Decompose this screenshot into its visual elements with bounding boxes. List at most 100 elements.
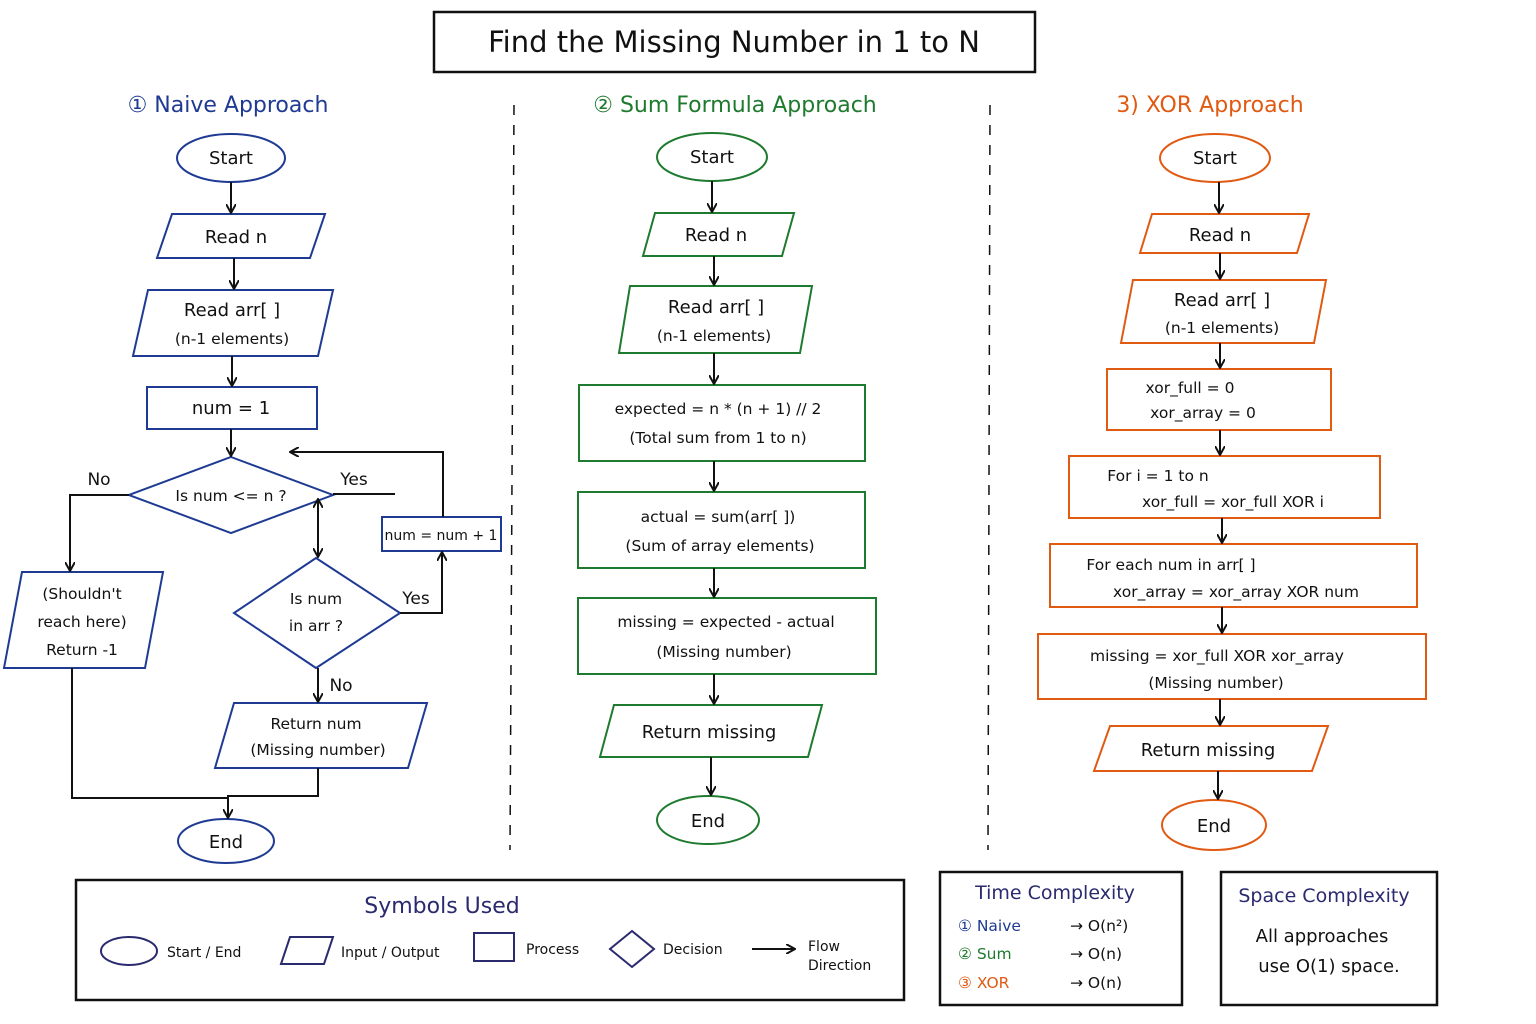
naive-end-label: End	[209, 832, 243, 853]
time-row-naive-value: → O(n²)	[1070, 917, 1128, 935]
legend-flow-line2: Direction	[808, 958, 871, 974]
naive-fallback-line3: Return -1	[46, 641, 118, 659]
sum-read-n-node	[641, 212, 796, 257]
xor-init-line1: xor_full = 0	[1146, 379, 1235, 398]
naive-end-node	[177, 818, 275, 864]
naive-fallback-line1: (Shouldn't	[42, 585, 121, 603]
legend-io-label: Input / Output	[341, 945, 440, 961]
xor-end-label: End	[1197, 816, 1231, 837]
naive-decision2-node	[232, 556, 402, 670]
xor-loop1-line2: xor_full = xor_full XOR i	[1142, 493, 1324, 512]
legend-start-end-label: Start / End	[167, 945, 241, 961]
naive-fallback-line2: reach here)	[37, 613, 126, 631]
xor-start-label: Start	[1193, 148, 1237, 169]
sum-end-node	[656, 795, 760, 845]
naive-return-line2: (Missing number)	[250, 741, 385, 759]
naive-decision1-node	[126, 455, 336, 535]
naive-return-node	[213, 702, 429, 769]
time-row-sum-label: ② Sum	[958, 945, 1012, 963]
naive-label-yes2: Yes	[401, 589, 430, 609]
legend-process-symbol	[473, 932, 515, 962]
sum-read-arr-line1: Read arr[ ]	[668, 297, 764, 318]
space-line1: All approaches	[1256, 926, 1389, 947]
xor-read-n-label: Read n	[1189, 225, 1251, 246]
naive-label-no2: No	[329, 676, 352, 696]
naive-heading: ① Naive Approach	[128, 93, 329, 118]
xor-column: 3) XOR Approach Start Read n Read arr[ ]…	[1037, 93, 1427, 851]
sum-return-node	[598, 704, 824, 758]
time-row-xor-value: → O(n)	[1070, 974, 1122, 992]
time-complexity-title: Time Complexity	[974, 882, 1135, 904]
naive-read-arr-node	[131, 289, 335, 357]
sum-expected-node	[578, 384, 866, 462]
naive-return-line1: Return num	[270, 715, 361, 733]
naive-read-n-label: Read n	[205, 227, 267, 248]
naive-init-label: num = 1	[192, 398, 270, 419]
legend-io-symbol	[279, 936, 335, 965]
space-complexity-title: Space Complexity	[1238, 885, 1409, 907]
naive-label-yes1: Yes	[339, 470, 368, 490]
xor-end-node	[1161, 799, 1267, 851]
sum-return-label: Return missing	[642, 722, 777, 743]
xor-loop1-line1: For i = 1 to n	[1107, 467, 1208, 485]
xor-loop2-line2: xor_array = xor_array XOR num	[1113, 583, 1359, 602]
divider-right	[987, 104, 991, 851]
xor-loop2-node	[1049, 543, 1418, 608]
sum-end-label: End	[691, 811, 725, 832]
naive-decision2-line1: Is num	[290, 590, 342, 608]
time-complexity-box: Time Complexity ① Naive → O(n²) ② Sum → …	[938, 870, 1184, 1007]
naive-decision1-label: Is num <= n ?	[175, 487, 286, 505]
xor-init-line2: xor_array = 0	[1150, 404, 1256, 423]
xor-loop2-line1: For each num in arr[ ]	[1086, 556, 1255, 574]
xor-start-node	[1159, 133, 1271, 183]
time-row-sum-value: → O(n)	[1070, 945, 1122, 963]
naive-read-arr-line2: (n-1 elements)	[175, 330, 289, 348]
sum-actual-line2: (Sum of array elements)	[625, 537, 814, 555]
sum-missing-line2: (Missing number)	[656, 643, 791, 661]
legend-decision-label: Decision	[663, 942, 723, 958]
divider-left	[509, 104, 515, 851]
sum-read-arr-node	[617, 285, 814, 354]
sum-heading: ② Sum Formula Approach	[593, 93, 877, 118]
xor-loop1-node	[1068, 455, 1381, 519]
sum-expected-line2: (Total sum from 1 to n)	[629, 429, 806, 447]
space-complexity-box: Space Complexity All approaches use O(1)…	[1219, 870, 1439, 1007]
legend-box: Symbols Used Start / End Input / Output …	[74, 878, 906, 1002]
legend-decision-symbol	[608, 929, 656, 969]
legend-start-end-symbol	[100, 936, 158, 966]
legend-title: Symbols Used	[364, 894, 519, 919]
naive-label-no1: No	[87, 470, 110, 490]
sum-start-label: Start	[690, 147, 734, 168]
xor-heading: 3) XOR Approach	[1116, 93, 1303, 118]
time-row-naive-label: ① Naive	[958, 917, 1021, 935]
xor-return-node	[1092, 725, 1330, 772]
xor-read-arr-node	[1119, 279, 1328, 344]
time-row-xor-label: ③ XOR	[958, 974, 1010, 992]
legend-flow-line1: Flow	[808, 939, 840, 955]
legend-process-label: Process	[526, 942, 579, 958]
naive-read-n-node	[155, 213, 327, 259]
sum-read-n-label: Read n	[685, 225, 747, 246]
sum-missing-line1: missing = expected - actual	[617, 613, 834, 631]
sum-read-arr-line2: (n-1 elements)	[657, 327, 771, 345]
naive-increment-label: num = num + 1	[385, 528, 498, 544]
sum-actual-node	[577, 491, 866, 569]
xor-missing-node	[1037, 633, 1427, 700]
sum-column: ② Sum Formula Approach Start Read n Read…	[577, 93, 877, 845]
sum-actual-line1: actual = sum(arr[ ])	[641, 508, 796, 526]
naive-fallback-node	[2, 571, 165, 669]
sum-expected-line1: expected = n * (n + 1) // 2	[615, 400, 822, 418]
naive-read-arr-line1: Read arr[ ]	[184, 300, 280, 321]
xor-read-arr-line2: (n-1 elements)	[1165, 319, 1279, 337]
xor-read-arr-line1: Read arr[ ]	[1174, 290, 1270, 311]
xor-read-n-node	[1138, 213, 1311, 254]
title-box: Find the Missing Number in 1 to N	[432, 10, 1037, 74]
xor-missing-line1: missing = xor_full XOR xor_array	[1090, 647, 1344, 666]
naive-column: ① Naive Approach Start Read n Read arr[ …	[2, 93, 502, 864]
naive-decision2-line2: in arr ?	[289, 617, 343, 635]
xor-missing-line2: (Missing number)	[1148, 674, 1283, 692]
space-line2: use O(1) space.	[1258, 956, 1400, 977]
sum-missing-node	[577, 597, 877, 675]
naive-start-label: Start	[209, 148, 253, 169]
